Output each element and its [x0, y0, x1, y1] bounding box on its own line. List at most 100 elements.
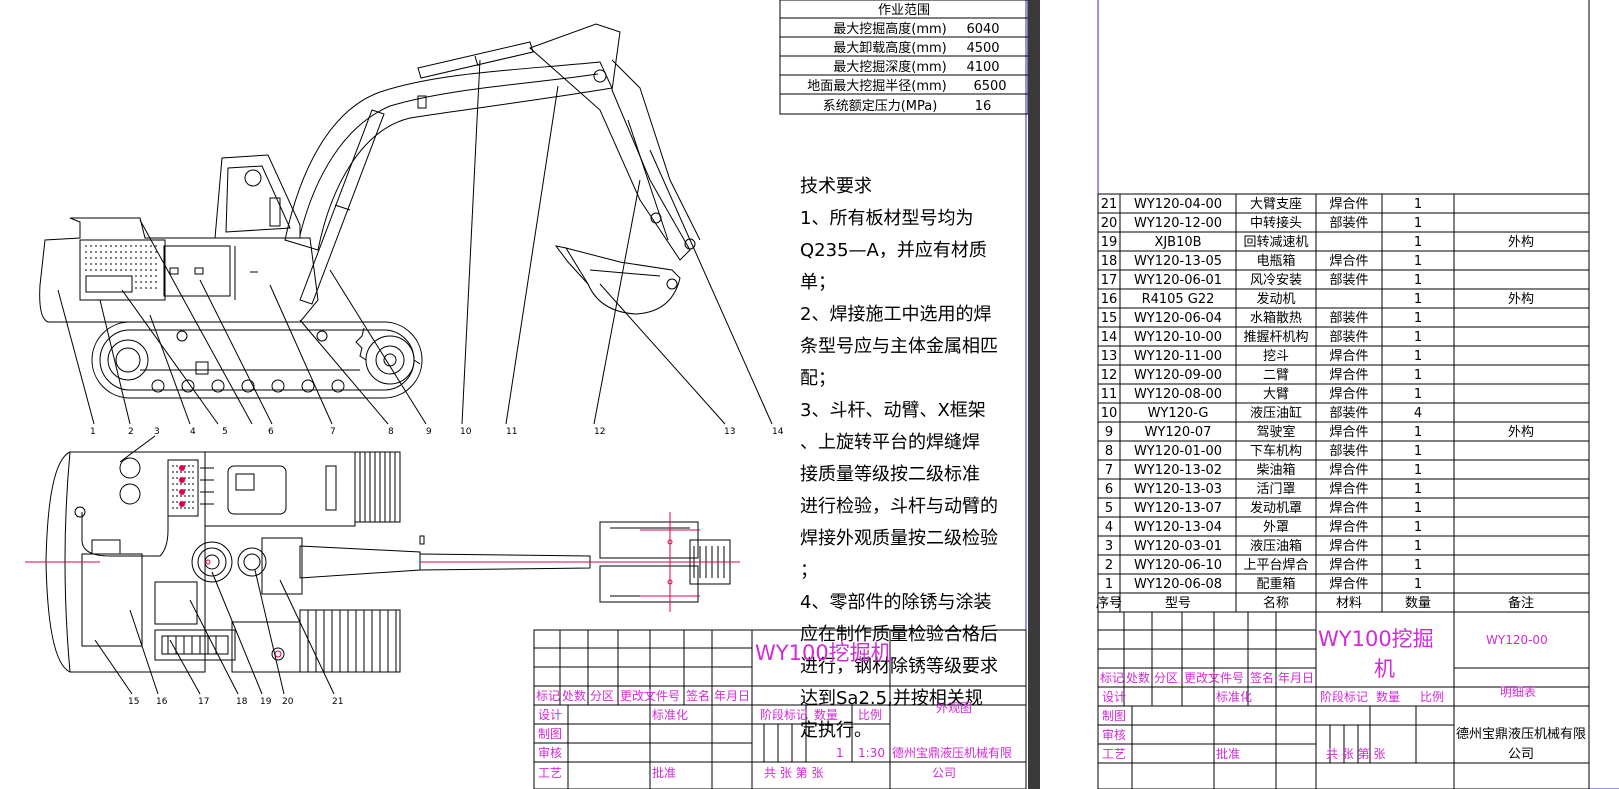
work-range-label-5: 系统额定压力(MPa)	[823, 99, 938, 114]
right-sheet-bg	[1040, 0, 1619, 789]
callout-5: 5	[222, 427, 228, 437]
tech-req-line-6: 条型号应与主体金属相匹	[800, 336, 998, 357]
bom-cell-material: 部装件	[1329, 311, 1368, 326]
bom-cell-name: 二臂	[1263, 368, 1289, 383]
callout-8: 8	[388, 427, 394, 437]
callout-2: 2	[128, 427, 134, 437]
bom-cell-qty: 1	[1414, 482, 1422, 497]
bom-cell-qty: 1	[1414, 292, 1422, 307]
bom-cell-material: 部装件	[1329, 444, 1368, 459]
bom-cell-model: WY120-09-00	[1134, 368, 1222, 383]
top-tracks	[231, 451, 401, 673]
left-sheet-note: 共 张 第 张	[764, 766, 823, 780]
tech-req-line-18: 定执行。	[800, 720, 872, 741]
bom-cell-material: 焊合件	[1329, 557, 1368, 573]
bom-cell-no: 13	[1101, 349, 1118, 364]
tech-req-line-12: 焊接外观质量按二级检验	[800, 528, 998, 549]
callout-19: 19	[260, 697, 272, 707]
side-callout-numbers: 1 2 3 4 5 6 7 8 9 10 11 12 13 14	[90, 427, 784, 437]
bom-cell-qty: 1	[1414, 520, 1422, 535]
bom-cell-model: WY120-06-08	[1134, 577, 1222, 592]
bom-cell-name: 柴油箱	[1256, 462, 1295, 478]
callout-18: 18	[236, 697, 248, 707]
right-scale-label: 比例	[1420, 690, 1444, 704]
tech-req-line-10: 接质量等级按二级标准	[800, 464, 980, 485]
bom-cell-no: 17	[1101, 273, 1118, 288]
bom-cell-name: 液压油箱	[1250, 538, 1302, 554]
bom-cell-material: 焊合件	[1329, 348, 1368, 364]
bom-cell-qty: 1	[1414, 558, 1422, 573]
callout-6: 6	[268, 427, 274, 437]
right-drawing-code: WY120-00	[1486, 633, 1548, 647]
tech-requirements: 技术要求 1、所有板材型号均为 Q235—A，并应有材质 单； 2、焊接施工中选…	[800, 176, 998, 741]
left-hdr-mark: 标记	[536, 689, 560, 703]
bom-cell-no: 7	[1105, 463, 1113, 478]
left-role-draw: 制图	[538, 727, 562, 741]
bom-cell-qty: 1	[1414, 425, 1422, 440]
bom-cell-qty: 1	[1414, 254, 1422, 269]
right-product-line1: WY100挖掘	[1318, 627, 1434, 651]
callout-12: 12	[594, 427, 605, 437]
bom-cell-model: WY120-07	[1145, 425, 1212, 440]
bom-cell-name: 驾驶室	[1256, 424, 1295, 440]
bom-cell-material: 焊合件	[1329, 196, 1368, 212]
vent-grid	[85, 245, 160, 289]
bom-cell-model: WY120-10-00	[1134, 330, 1222, 345]
callout-11: 11	[506, 427, 517, 437]
bom-cell-material: 焊合件	[1329, 576, 1368, 592]
bom-cell-material: 焊合件	[1329, 253, 1368, 269]
left-hdr-zone: 分区	[590, 689, 614, 703]
left-scale-value: 1:30	[858, 746, 885, 760]
right-standardize: 标准化	[1216, 690, 1252, 704]
right-product-line2: 机	[1374, 657, 1395, 681]
callout-20: 20	[282, 697, 294, 707]
work-range-value-4: 6500	[973, 79, 1006, 94]
work-range-value-1: 6040	[966, 22, 999, 37]
work-range-label-4: 地面最大挖掘半径(mm)	[807, 79, 946, 94]
bom-cell-material: 部装件	[1329, 216, 1368, 231]
bom-cell-material: 焊合件	[1329, 500, 1368, 516]
right-role-design: 设计	[1102, 690, 1126, 704]
excavator-side-view	[39, 23, 701, 399]
right-approve: 批准	[1216, 746, 1240, 761]
callout-1: 1	[90, 427, 96, 437]
bom-cell-name: 中转接头	[1250, 215, 1302, 231]
work-range-value-2: 4500	[966, 41, 999, 56]
right-hdr-sign: 签名	[1250, 670, 1274, 685]
work-range-value-3: 4100	[966, 60, 999, 75]
bom-hdr-note: 备注	[1508, 595, 1534, 611]
bom-cell-note: 外构	[1508, 292, 1534, 307]
work-range-title: 作业范围	[878, 3, 930, 18]
right-hdr-zone: 分区	[1154, 671, 1178, 685]
work-range-value-5: 16	[975, 99, 992, 114]
bom-cell-name: 上平台焊合	[1243, 557, 1308, 573]
bom-cell-name: 大臂支座	[1250, 197, 1302, 212]
right-hdr-date: 年月日	[1278, 671, 1314, 685]
bom-cell-model: WY120-13-03	[1134, 482, 1222, 497]
bom-cell-name: 外罩	[1263, 520, 1289, 535]
tech-req-line-9: 、上旋转平台的焊缝焊	[800, 432, 980, 453]
bom-cell-model: WY120-13-05	[1134, 254, 1222, 269]
bom-cell-qty: 1	[1414, 197, 1422, 212]
left-role-process: 工艺	[538, 766, 562, 780]
bom-cell-model: WY120-12-00	[1134, 216, 1222, 231]
left-sheet: 1 2 3 4 5 6 7 8 9 10 11 12 13 14	[25, 0, 1029, 789]
left-qty-label: 数量	[814, 707, 838, 722]
left-standardize: 标准化	[652, 708, 688, 722]
callout-3: 3	[154, 427, 160, 437]
left-approve: 批准	[652, 765, 676, 780]
callout-9: 9	[426, 427, 432, 437]
bom-hdr-model: 型号	[1165, 596, 1191, 611]
tech-req-line-13: ；	[800, 560, 818, 581]
right-qty-label: 数量	[1376, 689, 1400, 704]
work-range-label-3: 最大挖掘深度(mm)	[833, 59, 946, 75]
bom-cell-material: 焊合件	[1329, 367, 1368, 383]
bom-cell-model: WY120-06-04	[1134, 311, 1222, 326]
bom-cell-no: 11	[1101, 387, 1118, 402]
bom-cell-qty: 1	[1414, 444, 1422, 459]
callout-14: 14	[772, 427, 784, 437]
callout-10: 10	[460, 427, 472, 437]
